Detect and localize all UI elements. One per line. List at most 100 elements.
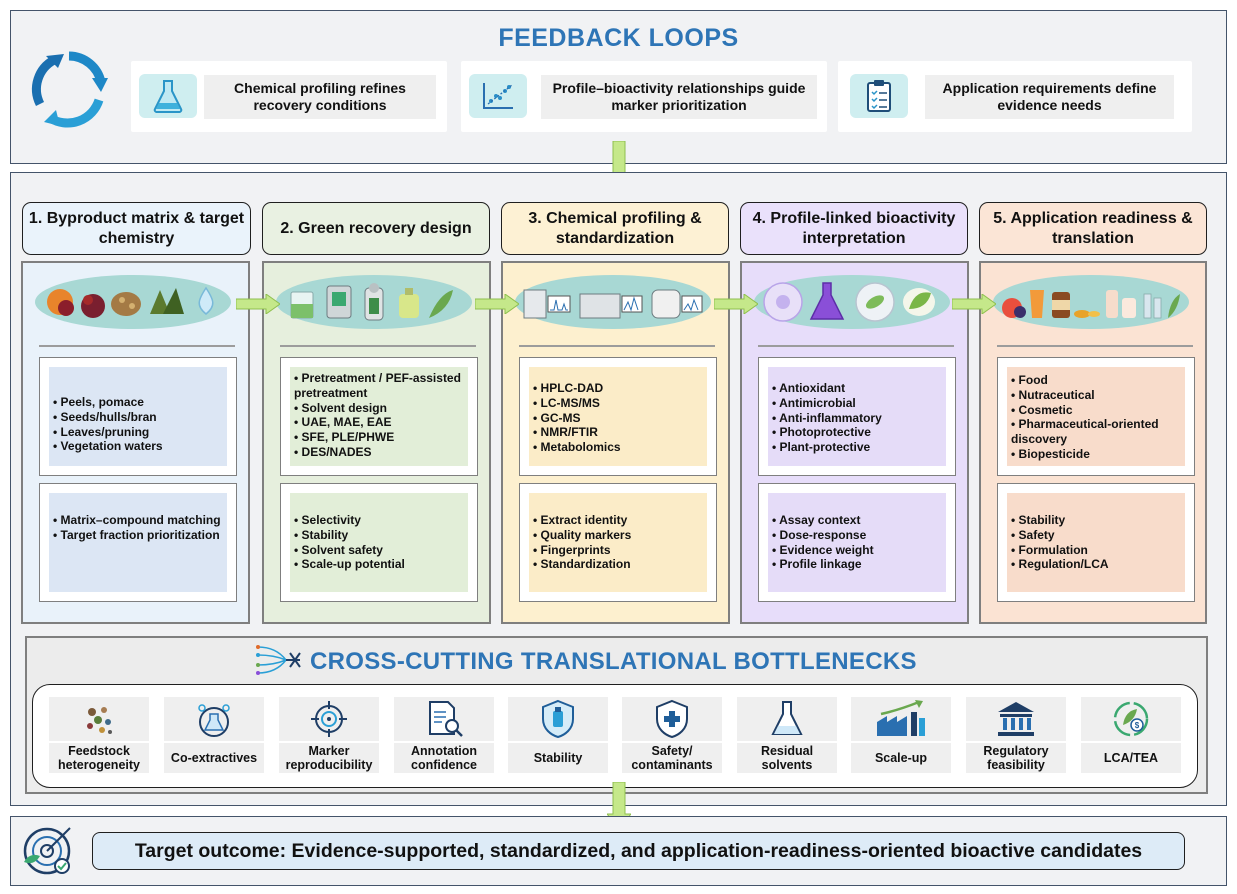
- flask-residue-icon: [737, 697, 837, 741]
- cosmetic-bottle-icon: [1106, 290, 1136, 318]
- right-arrow-icon: [235, 293, 281, 315]
- separator: [997, 345, 1193, 347]
- pharma-vials-icon: [1143, 293, 1162, 319]
- green-plant-icon: [1168, 294, 1180, 318]
- list-item: Leaves/pruning: [53, 425, 227, 440]
- list-item: Biopesticide: [1011, 447, 1185, 462]
- list-item: Stability: [1011, 513, 1185, 528]
- recycle-leaf-dollar-icon: $: [1081, 697, 1181, 741]
- list-item: SFE, PLE/PHWE: [294, 430, 468, 445]
- byproducts-illustration: [35, 275, 231, 329]
- separator: [280, 345, 476, 347]
- feedback-item-chemical-profiling: Chemical profiling refines recovery cond…: [131, 61, 447, 132]
- green-recovery-illustration: [276, 275, 472, 329]
- hplc-instrument-icon: [523, 289, 571, 319]
- list-item: Matrix–compound matching: [53, 513, 227, 528]
- right-arrow-icon: [474, 293, 520, 315]
- capsules-icon: [1074, 310, 1100, 318]
- feedback-loops-title: FEEDBACK LOOPS: [498, 24, 739, 52]
- stage-5-inputs-box: Food Nutraceutical Cosmetic Pharmaceutic…: [997, 357, 1195, 476]
- stage-5-criteria-list: Stability Safety Formulation Regulation/…: [1007, 493, 1185, 572]
- list-item: Pretreatment / PEF-assisted pretreatment: [294, 371, 468, 401]
- stage-2-inputs-box: Pretreatment / PEF-assisted pretreatment…: [280, 357, 478, 476]
- list-item: Antioxidant: [772, 381, 946, 396]
- list-item: Cosmetic: [1011, 403, 1185, 418]
- bottleneck-label: Stability: [508, 743, 608, 773]
- clipboard-checklist-icon: [850, 74, 908, 118]
- list-item: Quality markers: [533, 528, 707, 543]
- bottle-icon: [399, 288, 419, 318]
- scatter-plot-icon: [469, 74, 527, 118]
- list-item: Formulation: [1011, 543, 1185, 558]
- stage-5-inputs-list: Food Nutraceutical Cosmetic Pharmaceutic…: [1007, 367, 1185, 462]
- stage-2-column: Pretreatment / PEF-assisted pretreatment…: [262, 261, 491, 624]
- stage-1-column: Peels, pomace Seeds/hulls/bran Leaves/pr…: [21, 261, 250, 624]
- target-leaf-check-icon: [20, 822, 78, 880]
- list-item: Nutraceutical: [1011, 388, 1185, 403]
- pressure-vessel-icon: [364, 283, 384, 321]
- list-item: DES/NADES: [294, 445, 468, 460]
- stage-5-criteria-box: Stability Safety Formulation Regulation/…: [997, 483, 1195, 602]
- pomace-icon: [81, 294, 105, 318]
- instruments-illustration: [515, 275, 711, 329]
- feedback-item-application-requirements: Application requirements define evidence…: [838, 61, 1192, 132]
- extractor-icon: [326, 285, 352, 319]
- list-item: Fingerprints: [533, 543, 707, 558]
- factory-growth-icon: [851, 697, 951, 741]
- feedback-item-profile-bioactivity: Profile–bioactivity relationships guide …: [461, 61, 827, 132]
- government-building-icon: [966, 697, 1066, 741]
- stage-2-criteria-box: Selectivity Stability Solvent safety Sca…: [280, 483, 478, 602]
- list-item: Regulation/LCA: [1011, 557, 1185, 572]
- separator: [758, 345, 954, 347]
- svg-text:$: $: [1135, 721, 1140, 730]
- list-item: Standardization: [533, 557, 707, 572]
- list-item: LC-MS/MS: [533, 396, 707, 411]
- water-drop-icon: [198, 286, 214, 315]
- target-outcome: Target outcome: Evidence-supported, stan…: [92, 832, 1185, 870]
- cycle-arrows-icon: [28, 48, 110, 130]
- stage-3-criteria-list: Extract identity Quality markers Fingerp…: [529, 493, 707, 572]
- mass-spectrometer-icon: [579, 293, 643, 319]
- list-item: Target fraction prioritization: [53, 528, 227, 543]
- microbe-icon: [855, 282, 895, 322]
- list-item: Seeds/hulls/bran: [53, 410, 227, 425]
- document-magnifier-icon: [394, 697, 494, 741]
- list-item: Safety: [1011, 528, 1185, 543]
- nmr-instrument-icon: [651, 289, 703, 319]
- list-item: GC-MS: [533, 411, 707, 426]
- list-item: Stability: [294, 528, 468, 543]
- list-item: Extract identity: [533, 513, 707, 528]
- fruit-peels-icon: [47, 289, 74, 316]
- supplement-jar-icon: [1052, 292, 1070, 318]
- shield-cross-icon: [622, 697, 722, 741]
- stage-2-inputs-list: Pretreatment / PEF-assisted pretreatment…: [290, 367, 468, 460]
- seeds-heterogeneity-icon: [49, 697, 149, 741]
- list-item: Solvent safety: [294, 543, 468, 558]
- list-item: Dose-response: [772, 528, 946, 543]
- list-item: Profile linkage: [772, 557, 946, 572]
- beaker-icon: [290, 291, 314, 319]
- stage-3-header: 3. Chemical profiling & standardization: [501, 202, 729, 255]
- list-item: Food: [1011, 373, 1185, 388]
- list-item: Photoprotective: [772, 425, 946, 440]
- list-item: Solvent design: [294, 401, 468, 416]
- plant-leaves-icon: [429, 290, 453, 318]
- list-item: Pharmaceutical-oriented discovery: [1011, 417, 1185, 447]
- list-item: HPLC-DAD: [533, 381, 707, 396]
- network-branches-icon: [256, 641, 302, 679]
- seeds-icon: [111, 292, 141, 316]
- stage-1-inputs-box: Peels, pomace Seeds/hulls/bran Leaves/pr…: [39, 357, 237, 476]
- shield-bottle-icon: [508, 697, 608, 741]
- bottleneck-label: Regulatory feasibility: [966, 743, 1066, 773]
- stage-4-header: 4. Profile-linked bioactivity interpreta…: [740, 202, 968, 255]
- list-item: Antimicrobial: [772, 396, 946, 411]
- bottleneck-label: LCA/TEA: [1081, 743, 1181, 773]
- leaves-icon: [150, 288, 184, 314]
- stage-2-header: 2. Green recovery design: [262, 202, 490, 255]
- stage-3-inputs-box: HPLC-DAD LC-MS/MS GC-MS NMR/FTIR Metabol…: [519, 357, 717, 476]
- list-item: Evidence weight: [772, 543, 946, 558]
- list-item: Anti-inflammatory: [772, 411, 946, 426]
- juice-glass-icon: [1030, 290, 1044, 318]
- stage-1-criteria-box: Matrix–compound matching Target fraction…: [39, 483, 237, 602]
- feedback-item-text: Application requirements define evidence…: [925, 75, 1174, 119]
